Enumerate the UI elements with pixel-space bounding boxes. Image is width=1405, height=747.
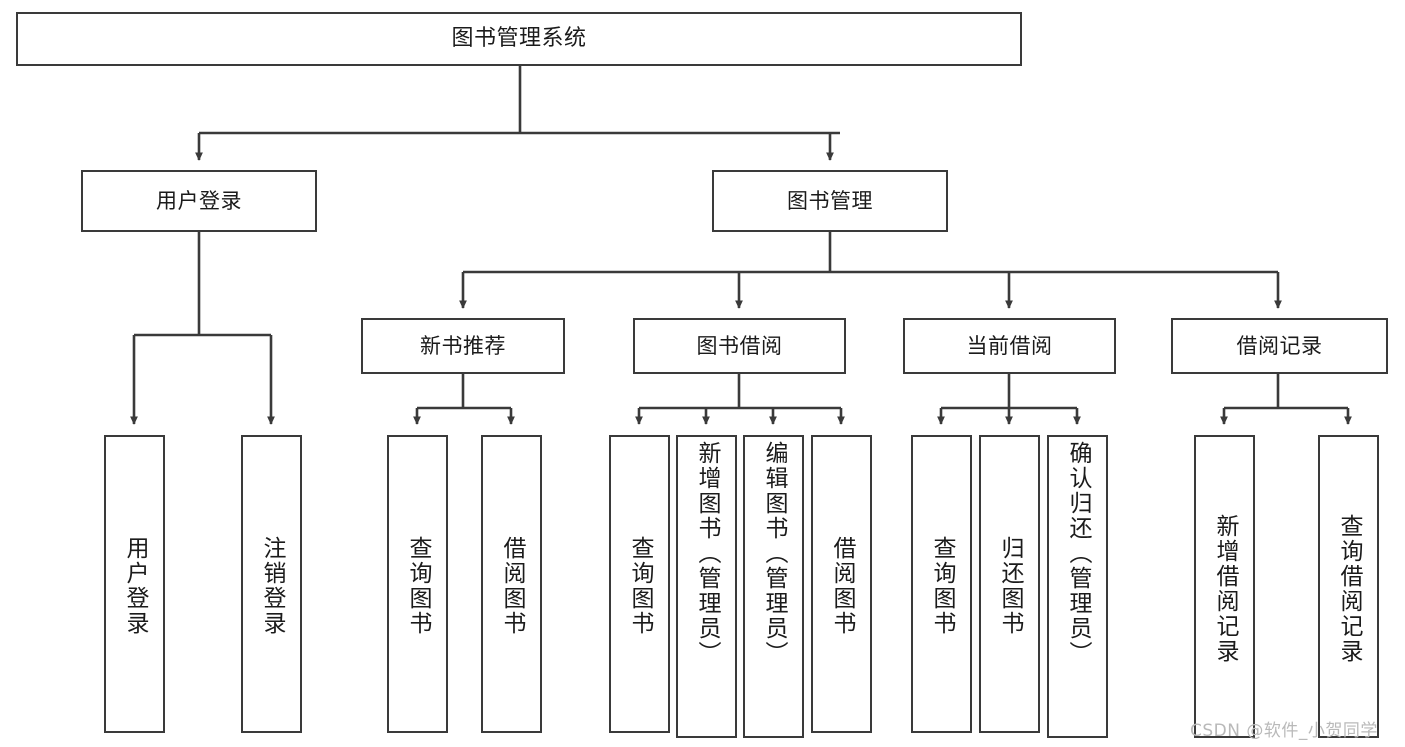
node-leaf-user-login[interactable]: 用户登录 <box>104 435 165 733</box>
node-leaf-add-book[interactable]: 新增图书（管理员） <box>676 435 737 738</box>
node-leaf-logout-label: 注销登录 <box>259 536 285 636</box>
node-leaf-query-record-label: 查询借阅记录 <box>1336 513 1362 664</box>
node-leaf-borrow-book-2-label: 借阅图书 <box>829 536 855 636</box>
node-new-book-recommend-label: 新书推荐 <box>420 333 506 358</box>
node-root[interactable]: 图书管理系统 <box>16 12 1022 66</box>
node-leaf-query-record[interactable]: 查询借阅记录 <box>1318 435 1379 738</box>
node-borrow-record-label: 借阅记录 <box>1236 333 1323 358</box>
node-book-borrow[interactable]: 图书借阅 <box>633 318 846 374</box>
node-leaf-borrow-book-1-label: 借阅图书 <box>499 536 525 636</box>
node-book-manage-label: 图书管理 <box>787 188 873 213</box>
node-leaf-edit-book[interactable]: 编辑图书（管理员） <box>743 435 804 738</box>
node-leaf-borrow-book-1[interactable]: 借阅图书 <box>481 435 542 733</box>
node-new-book-recommend[interactable]: 新书推荐 <box>361 318 565 374</box>
node-book-borrow-label: 图书借阅 <box>696 333 783 358</box>
node-leaf-add-record[interactable]: 新增借阅记录 <box>1194 435 1255 738</box>
node-leaf-return-book-label: 归还图书 <box>997 536 1023 636</box>
node-leaf-query-book-3-label: 查询图书 <box>929 536 955 636</box>
node-leaf-query-book-1-label: 查询图书 <box>405 536 431 636</box>
node-leaf-query-book-1[interactable]: 查询图书 <box>387 435 448 733</box>
node-leaf-add-record-label: 新增借阅记录 <box>1212 513 1238 664</box>
node-leaf-borrow-book-2[interactable]: 借阅图书 <box>811 435 872 733</box>
node-leaf-confirm-return[interactable]: 确认归还（管理员） <box>1047 435 1108 738</box>
node-current-borrow-label: 当前借阅 <box>966 333 1053 358</box>
node-leaf-return-book[interactable]: 归还图书 <box>979 435 1040 733</box>
node-root-label: 图书管理系统 <box>451 26 587 52</box>
node-leaf-query-book-2-label: 查询图书 <box>627 536 653 636</box>
node-leaf-confirm-return-label: 确认归还（管理员） <box>1065 441 1091 666</box>
node-leaf-user-login-label: 用户登录 <box>122 536 148 636</box>
watermark: CSDN @软件_小贺同学 <box>1190 721 1378 741</box>
node-leaf-logout[interactable]: 注销登录 <box>241 435 302 733</box>
node-leaf-edit-book-label: 编辑图书（管理员） <box>761 441 787 666</box>
node-current-borrow[interactable]: 当前借阅 <box>903 318 1116 374</box>
node-user-login-label: 用户登录 <box>156 188 242 213</box>
node-leaf-add-book-label: 新增图书（管理员） <box>694 441 720 666</box>
node-leaf-query-book-3[interactable]: 查询图书 <box>911 435 972 733</box>
node-leaf-query-book-2[interactable]: 查询图书 <box>609 435 670 733</box>
node-book-manage[interactable]: 图书管理 <box>712 170 948 232</box>
node-user-login[interactable]: 用户登录 <box>81 170 317 232</box>
node-borrow-record[interactable]: 借阅记录 <box>1171 318 1388 374</box>
